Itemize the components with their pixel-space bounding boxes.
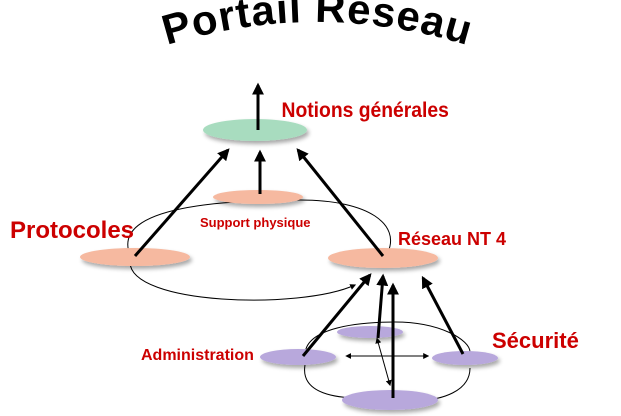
notions-node[interactable] xyxy=(203,119,307,141)
page-title: Portail Réseau xyxy=(157,0,479,54)
nodes xyxy=(80,119,498,410)
administration-label[interactable]: Administration xyxy=(141,347,254,364)
protocoles-label[interactable]: Protocoles xyxy=(10,217,134,244)
securite-node[interactable] xyxy=(432,351,498,365)
support-node[interactable] xyxy=(213,190,303,204)
node-labels: Notions générales Support physique Proto… xyxy=(10,99,579,364)
notions-label[interactable]: Notions générales xyxy=(282,99,449,122)
sub-top-bottom-link xyxy=(375,337,392,387)
admin-securite-top-curve xyxy=(304,321,471,356)
subtop-to-reseau-arrow xyxy=(376,273,389,339)
administration-node[interactable] xyxy=(260,349,336,365)
sub-bottom-node[interactable] xyxy=(342,390,438,410)
support-label[interactable]: Support physique xyxy=(200,215,311,230)
reseau-nt4-label[interactable]: Réseau NT 4 xyxy=(398,229,506,249)
protocoles-node[interactable] xyxy=(80,248,190,266)
securite-to-reseau-arrow xyxy=(421,275,465,355)
admin-bottom-curve xyxy=(304,364,361,399)
securite-label[interactable]: Sécurité xyxy=(492,328,579,353)
protocoles-reseau-curve xyxy=(129,261,357,301)
sub-top-node[interactable] xyxy=(337,326,403,338)
hierarchy-arrows xyxy=(133,82,465,398)
page-title-text: Portail Réseau xyxy=(157,0,478,54)
reseau-nt4-node[interactable] xyxy=(328,248,438,268)
reseau-to-notions-arrow xyxy=(296,148,385,257)
protocoles-to-notions-arrow xyxy=(133,148,230,257)
admin-to-reseau-arrow xyxy=(301,273,372,357)
